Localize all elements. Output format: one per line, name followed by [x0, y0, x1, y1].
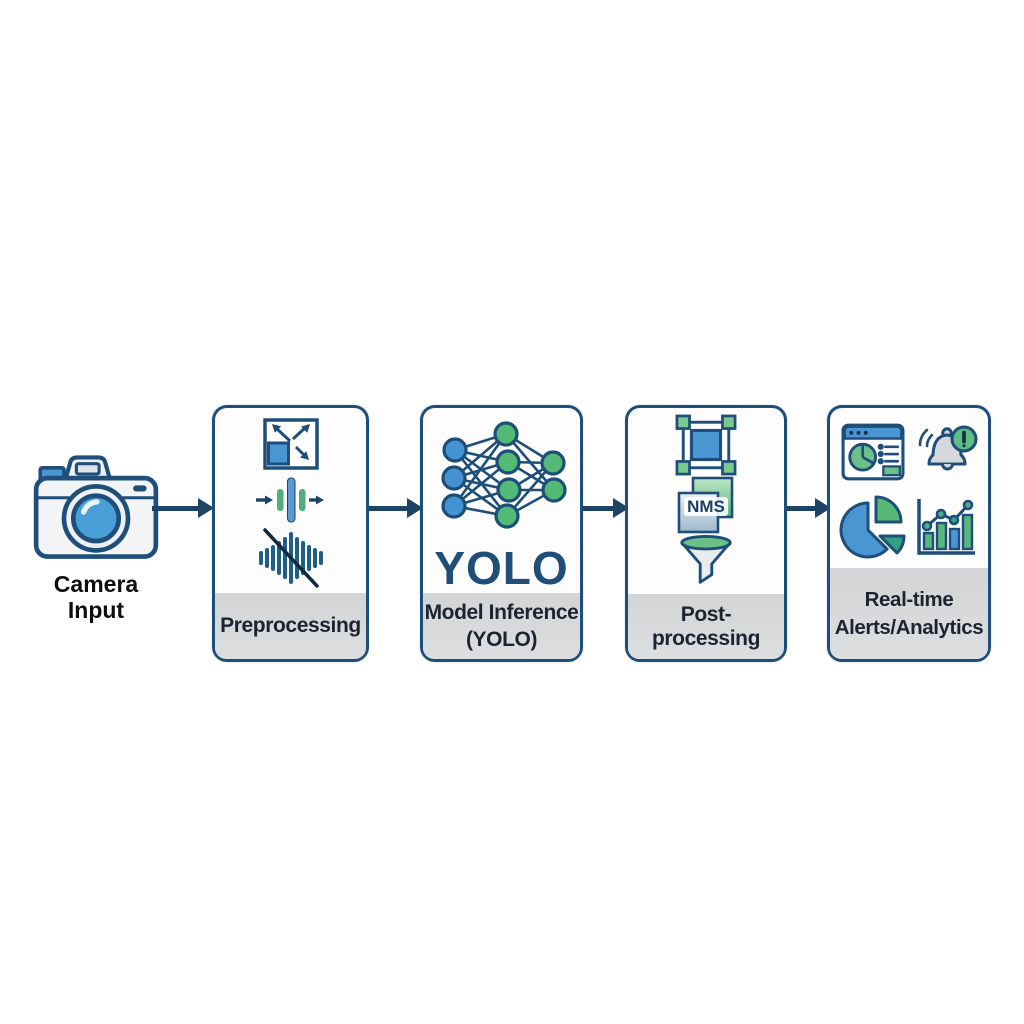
camera-input-label-line1: Camera [53, 571, 139, 597]
post-processing-label: Post-processing [628, 594, 784, 659]
arrow-inference-to-postprocessing [581, 498, 629, 518]
alerts-analytics-label-line2: Alerts/Analytics [834, 615, 984, 639]
dashboard-icon [841, 423, 905, 481]
camera-input-label-line2: Input [67, 597, 125, 623]
bar-chart-icon [917, 499, 975, 555]
alerts-analytics-icons [830, 408, 988, 568]
nms-text: NMS [687, 497, 725, 516]
stage-box-alerts-analytics: Real-time Alerts/Analytics [827, 405, 991, 662]
camera-input-group: Camera Input [20, 450, 172, 623]
nms-icon: NMS [677, 476, 734, 534]
preprocessing-icons [215, 408, 366, 593]
arrow-line [152, 505, 201, 511]
camera-icon [33, 455, 159, 559]
alerts-analytics-label-line1: Real-time [864, 587, 954, 611]
normalize-icon [255, 477, 324, 522]
alert-bell-icon [918, 425, 978, 471]
model-inference-icons: YOLO [423, 408, 580, 593]
arrow-preprocessing-to-inference [367, 498, 423, 518]
camera-input-label: Camera Input [20, 571, 172, 623]
stage-box-post-processing: NMS Post-processing [625, 405, 787, 662]
model-inference-label: Model Inference (YOLO) [423, 593, 580, 659]
arrow-line [785, 505, 818, 511]
preprocessing-label-text: Preprocessing [220, 614, 361, 637]
post-processing-label-text: Post-processing [651, 602, 761, 650]
preprocessing-label: Preprocessing [215, 593, 366, 659]
stage-box-model-inference: YOLO Model Inference (YOLO) [420, 405, 583, 662]
arrow-line [367, 505, 410, 511]
pie-chart-icon [839, 495, 906, 559]
arrow-line [581, 505, 616, 511]
arrow-head-icon [407, 498, 423, 518]
model-inference-label-line1: Model Inference [424, 600, 579, 624]
arrow-postprocessing-to-alerts [785, 498, 831, 518]
funnel-icon [680, 534, 732, 584]
bounding-box-icon [675, 414, 737, 476]
model-inference-label-line2: (YOLO) [465, 628, 538, 651]
resize-icon [262, 418, 319, 470]
yolo-big-text: YOLO [434, 541, 569, 594]
arrow-head-icon [198, 498, 214, 518]
alerts-analytics-label: Real-time Alerts/Analytics [830, 568, 988, 659]
arrow-camera-to-preprocessing [152, 498, 214, 518]
stage-box-preprocessing: Preprocessing [212, 405, 369, 662]
denoise-icon [258, 528, 323, 588]
neural-network-icon [440, 421, 567, 529]
post-processing-icons: NMS [628, 408, 784, 594]
